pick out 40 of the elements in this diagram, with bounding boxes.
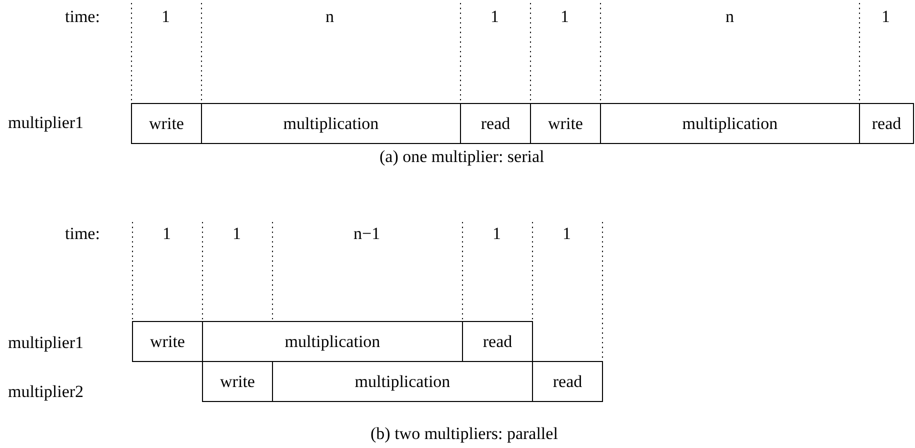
timeline-segment — [462, 321, 533, 362]
duration: 1 — [492, 224, 501, 244]
timeline-segment — [132, 321, 203, 362]
duration: 1 — [232, 224, 241, 244]
timeline-segment — [530, 103, 601, 144]
segment-label: write — [220, 372, 255, 392]
duration: 1 — [560, 7, 569, 27]
timeline-segment — [460, 103, 531, 144]
duration: 1 — [490, 7, 499, 27]
timeline-segment — [859, 103, 914, 144]
segment-label: read — [480, 114, 510, 134]
segment-label: read — [482, 332, 512, 352]
timeline-segment — [600, 103, 860, 144]
timeline-segment — [131, 103, 202, 144]
row-label: multiplier2 — [8, 382, 84, 402]
duration: n — [326, 7, 334, 27]
duration: n — [726, 7, 734, 27]
segment-label: multiplication — [354, 372, 450, 392]
duration: 1 — [882, 7, 890, 27]
timeline-segment — [201, 103, 461, 144]
row-label: time: — [65, 224, 100, 244]
row-label: multiplier1 — [8, 333, 84, 353]
row-label: time: — [65, 7, 100, 27]
subfigure-caption: (b) two multipliers: parallel — [370, 424, 558, 444]
subfigure-caption: (a) one multiplier: serial — [380, 147, 544, 167]
segment-label: read — [872, 114, 902, 134]
segment-label: multiplication — [283, 114, 379, 134]
segment-label: write — [150, 332, 185, 352]
duration: n−1 — [354, 224, 380, 244]
segment-label: multiplication — [682, 114, 778, 134]
segment-label: write — [149, 114, 184, 134]
duration: 1 — [562, 224, 571, 244]
duration: 1 — [162, 7, 170, 27]
segment-label: write — [548, 114, 583, 134]
timeline-segment — [202, 361, 273, 402]
segment-label: multiplication — [284, 332, 380, 352]
segment-label: read — [552, 372, 582, 392]
timeline-segment — [532, 361, 603, 402]
duration: 1 — [162, 224, 171, 244]
row-label: multiplier1 — [8, 113, 84, 133]
